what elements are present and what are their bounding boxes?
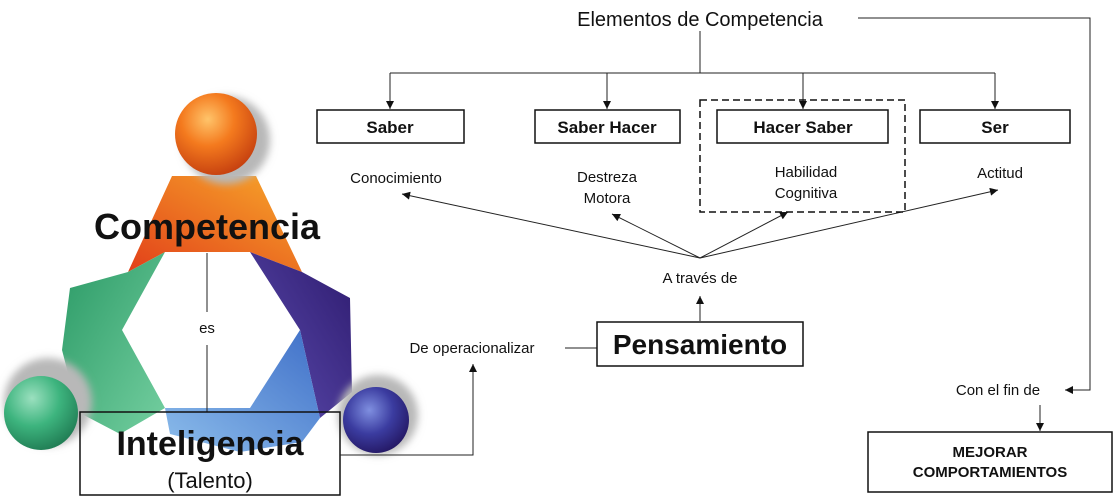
element-label-hacer-saber: Hacer Saber xyxy=(753,118,853,137)
intelligence-sublabel: (Talento) xyxy=(167,468,253,493)
goal-label-line2: COMPORTAMIENTOS xyxy=(913,464,1067,481)
meaning-knowledge: Conocimiento xyxy=(350,170,442,187)
ring-segment-orange xyxy=(128,176,302,272)
element-label-ser: Ser xyxy=(981,118,1009,137)
competence-title: Competencia xyxy=(94,206,321,247)
thinking-label: Pensamiento xyxy=(613,329,787,360)
meaning-motor-skill-line2: Motora xyxy=(584,190,631,207)
means-arrow-attitude xyxy=(699,187,999,259)
header-to-purpose-arrow xyxy=(858,17,1091,394)
ring-segment-purple xyxy=(250,252,352,418)
goal-box xyxy=(867,431,1113,493)
operationalize-label: De operacionalizar xyxy=(409,340,534,357)
means-arrow-motor-skill xyxy=(611,213,701,259)
hexagon-ring-graphic xyxy=(62,176,352,452)
meaning-cognitive-skill-line2: Cognitiva xyxy=(775,185,838,202)
meaning-attitude: Actitud xyxy=(977,165,1023,182)
sphere-purple xyxy=(338,375,418,455)
intelligence-to-operationalize-arrow xyxy=(340,364,477,456)
intelligence-label: Inteligencia xyxy=(116,425,304,463)
meaning-motor-skill-line1: Destreza xyxy=(577,169,638,186)
element-box-saber-hacer xyxy=(534,109,681,144)
link-label: es xyxy=(199,320,215,337)
sphere-purple-ball xyxy=(343,387,409,453)
element-label-saber-hacer: Saber Hacer xyxy=(557,118,657,137)
intelligence-box xyxy=(79,411,341,496)
purpose-label: Con el fin de xyxy=(956,382,1040,399)
sphere-orange xyxy=(175,93,270,184)
element-box-saber xyxy=(316,109,465,144)
sphere-green-ball xyxy=(4,376,78,450)
means-arrow-knowledge xyxy=(401,191,701,259)
element-label-saber: Saber xyxy=(366,118,414,137)
element-box-hacer-saber xyxy=(716,109,889,144)
sphere-green xyxy=(4,358,92,450)
sphere-orange-ball xyxy=(175,93,257,175)
means-label: A través de xyxy=(662,270,737,287)
element-box-ser xyxy=(919,109,1071,144)
meaning-cognitive-skill-line1: Habilidad xyxy=(775,164,838,181)
thinking-box xyxy=(596,321,804,367)
goal-label-line1: MEJORAR xyxy=(952,444,1027,461)
means-arrow-cognitive-skill xyxy=(699,211,789,259)
hacer-saber-highlight-frame xyxy=(699,99,906,213)
header-title: Elementos de Competencia xyxy=(577,9,824,31)
ring-segment-blue xyxy=(165,330,320,452)
